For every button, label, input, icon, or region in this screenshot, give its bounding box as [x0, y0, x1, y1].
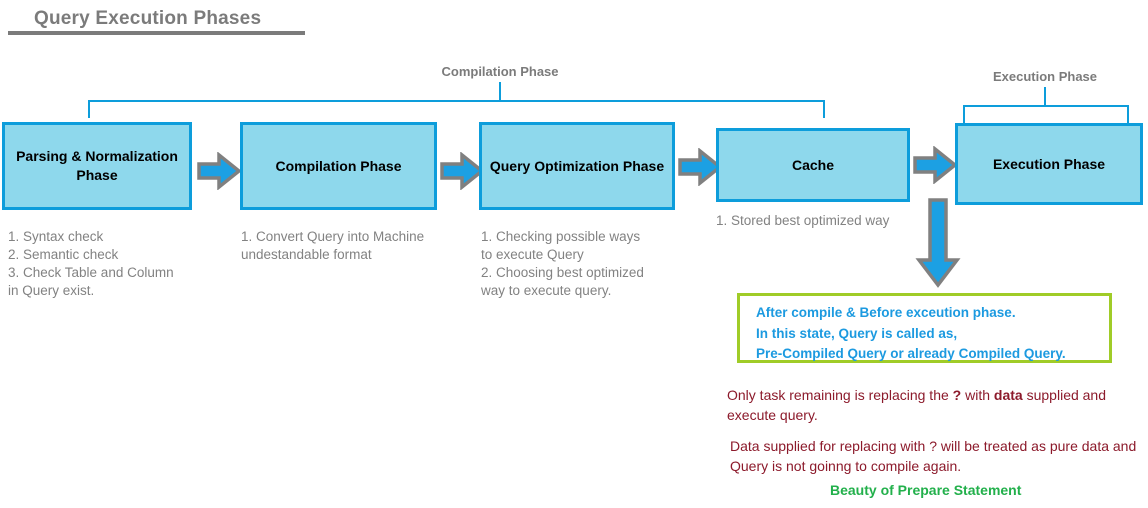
note-1-text-part-2: with: [961, 387, 994, 403]
arrow-right-icon-1: [197, 152, 241, 190]
callout-text: After compile & Before exceution phase. …: [756, 305, 1066, 362]
execution-phase-bracket-label: Execution Phase: [992, 69, 1098, 84]
note-1-text-part-1: Only task remaining is replacing the: [727, 387, 953, 403]
caption-parsing-normalization: 1. Syntax check 2. Semantic check 3. Che…: [8, 229, 174, 298]
arrow-down-icon: [915, 198, 961, 288]
phase-box-label: Query Optimization Phase: [489, 157, 665, 174]
phase-box-parsing-normalization[interactable]: Parsing & Normalization Phase: [2, 122, 192, 210]
phase-box-label: Execution Phase: [992, 155, 1106, 172]
compilation-phase-bracket-stem: [499, 82, 501, 100]
compilation-phase-bracket-label: Compilation Phase: [441, 64, 559, 79]
compilation-phase-bracket: [88, 100, 825, 118]
phase-box-query-optimization[interactable]: Query Optimization Phase: [479, 122, 675, 210]
phase-box-label: Cache: [791, 156, 835, 173]
page-title: Query Execution Phases: [34, 8, 262, 29]
phase-box-execution[interactable]: Execution Phase: [955, 123, 1143, 205]
note-1-text-part-3: supplied and execute query.: [727, 387, 1107, 423]
callout-box: [737, 293, 1112, 363]
title-underline-rule: [8, 31, 305, 35]
caption-compilation: 1. Convert Query into Machine undestanda…: [241, 229, 425, 262]
note-1-bold-question-mark: ?: [952, 387, 962, 403]
note-pure-data: Data supplied for replacing with ? will …: [730, 438, 1137, 474]
arrow-right-icon-2: [440, 152, 484, 190]
caption-query-optimization: 1. Checking possible ways to execute Que…: [481, 229, 644, 298]
beauty-of-prepare-statement-label: Beauty of Prepare Statement: [830, 482, 1022, 498]
note-1-bold-data: data: [993, 387, 1023, 403]
arrow-right-icon-3: [678, 148, 722, 186]
phase-box-compilation[interactable]: Compilation Phase: [240, 122, 437, 210]
execution-phase-bracket: [963, 105, 1129, 123]
note-replacing-placeholders: Only task remaining is replacing the ? w…: [727, 386, 1142, 425]
execution-phase-bracket-stem: [1044, 87, 1046, 105]
phase-box-label: Parsing & Normalization Phase: [16, 148, 178, 183]
phase-box-label: Compilation Phase: [275, 157, 402, 174]
caption-cache: 1. Stored best optimized way: [716, 213, 890, 228]
phase-box-cache[interactable]: Cache: [716, 128, 910, 202]
arrow-right-icon-4: [913, 146, 957, 184]
